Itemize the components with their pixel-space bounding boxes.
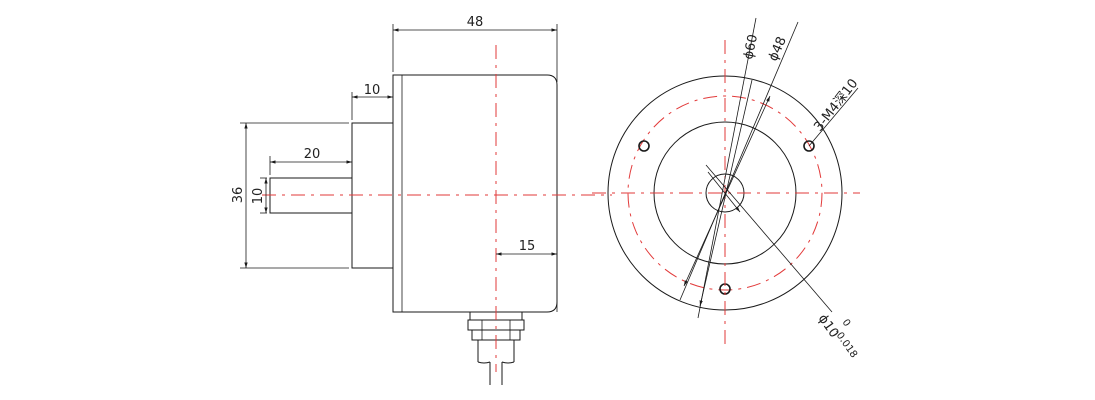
dimension-36: 36 xyxy=(231,122,349,269)
dimension-15: 15 xyxy=(496,239,558,312)
dim-overall-length: 48 xyxy=(467,15,484,30)
dimension-48: 48 xyxy=(392,15,558,82)
dimension-bore: ϕ10 0 -0.018 xyxy=(705,164,860,360)
dimension-phi60: ϕ60 xyxy=(697,17,761,319)
dim-bore-tol-upper: 0 xyxy=(840,317,853,329)
encoder-body-outline xyxy=(392,74,558,313)
dimension-mounting-holes: 3-M4深10 xyxy=(808,76,861,147)
dimension-phi48: ϕ48 xyxy=(679,21,799,301)
mounting-hole-1 xyxy=(638,140,650,152)
dim-bore-tol-lower: -0.018 xyxy=(832,327,860,360)
front-view: ϕ60 ϕ48 3-M4深10 ϕ10 0 -0.018 xyxy=(592,17,861,360)
dim-outer-diameter: ϕ60 xyxy=(741,33,761,61)
dimension-flange-10: 10 xyxy=(351,75,394,120)
dim-shaft-diameter: 10 xyxy=(251,188,266,205)
side-view: 48 10 20 36 10 xyxy=(231,15,612,385)
dimension-shaft-10: 10 xyxy=(251,177,268,214)
dim-flange-height: 36 xyxy=(231,187,246,204)
dim-flange-length: 10 xyxy=(364,83,381,98)
dimension-shaft-20: 20 xyxy=(269,123,353,175)
mounting-hole-2 xyxy=(803,140,815,152)
dim-cable-offset: 15 xyxy=(519,239,536,254)
dim-mounting-holes: 3-M4深10 xyxy=(811,76,861,134)
dim-shaft-length: 20 xyxy=(304,147,321,162)
